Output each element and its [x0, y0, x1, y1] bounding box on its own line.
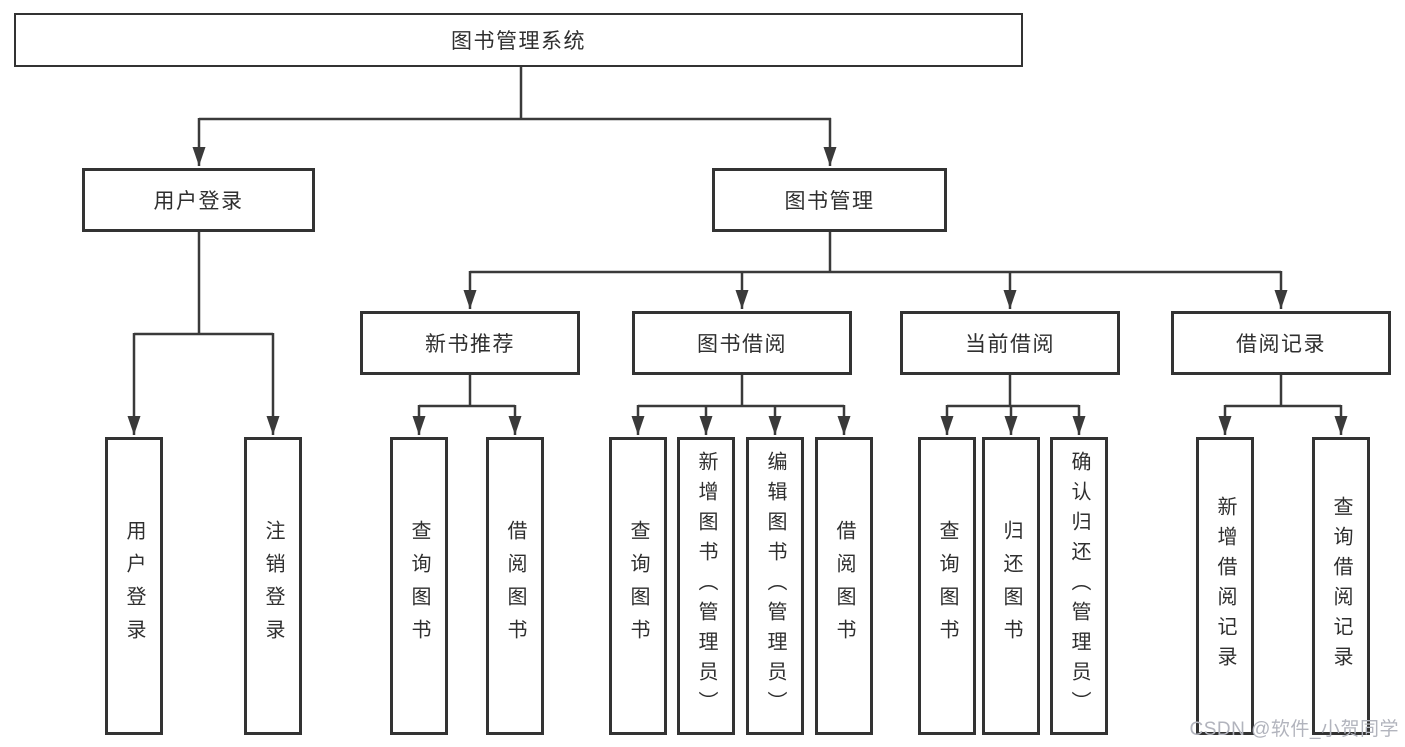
leaf-confirm-return-admin-label: 确认归还（管理员） [1068, 451, 1090, 721]
leaf-query-books-3: 查询图书 [918, 437, 976, 735]
leaf-confirm-return-admin: 确认归还（管理员） [1050, 437, 1108, 735]
leaf-query-borrow-record: 查询借阅记录 [1312, 437, 1370, 735]
node-user-login: 用户登录 [82, 168, 315, 232]
node-book-borrow: 图书借阅 [632, 311, 852, 375]
leaf-return-book-label: 归还图书 [1000, 520, 1022, 652]
node-borrow-records: 借阅记录 [1171, 311, 1391, 375]
leaf-add-book-admin: 新增图书（管理员） [677, 437, 735, 735]
leaf-edit-book-admin-label: 编辑图书（管理员） [764, 451, 786, 721]
leaf-query-books-1: 查询图书 [390, 437, 448, 735]
node-book-management-label: 图书管理 [784, 190, 875, 213]
node-root-label: 图书管理系统 [451, 30, 586, 53]
node-new-book-recommend: 新书推荐 [360, 311, 580, 375]
leaf-return-book: 归还图书 [982, 437, 1040, 735]
node-root: 图书管理系统 [14, 13, 1023, 67]
node-current-borrow: 当前借阅 [900, 311, 1120, 375]
node-book-management: 图书管理 [712, 168, 947, 232]
leaf-borrow-books-2: 借阅图书 [815, 437, 873, 735]
leaf-borrow-books-1: 借阅图书 [486, 437, 544, 735]
leaf-user-login-label: 用户登录 [123, 520, 145, 652]
leaf-query-books-3-label: 查询图书 [936, 520, 958, 652]
leaf-query-books-2-label: 查询图书 [627, 520, 649, 652]
leaf-add-book-admin-label: 新增图书（管理员） [695, 451, 717, 721]
leaf-query-books-2: 查询图书 [609, 437, 667, 735]
node-book-borrow-label: 图书借阅 [697, 333, 787, 356]
leaf-user-login: 用户登录 [105, 437, 163, 735]
leaf-borrow-books-2-label: 借阅图书 [833, 520, 855, 652]
leaf-logout: 注销登录 [244, 437, 302, 735]
node-current-borrow-label: 当前借阅 [965, 333, 1055, 356]
leaf-query-borrow-record-label: 查询借阅记录 [1330, 496, 1352, 676]
leaf-add-borrow-record-label: 新增借阅记录 [1214, 496, 1236, 676]
leaf-query-books-1-label: 查询图书 [408, 520, 430, 652]
leaf-borrow-books-1-label: 借阅图书 [504, 520, 526, 652]
watermark: CSDN @软件_小贺同学 [1189, 719, 1399, 740]
leaf-add-borrow-record: 新增借阅记录 [1196, 437, 1254, 735]
node-borrow-records-label: 借阅记录 [1236, 333, 1326, 356]
leaf-edit-book-admin: 编辑图书（管理员） [746, 437, 804, 735]
node-user-login-label: 用户登录 [153, 190, 244, 213]
leaf-logout-label: 注销登录 [262, 520, 284, 652]
node-new-book-recommend-label: 新书推荐 [425, 333, 515, 356]
